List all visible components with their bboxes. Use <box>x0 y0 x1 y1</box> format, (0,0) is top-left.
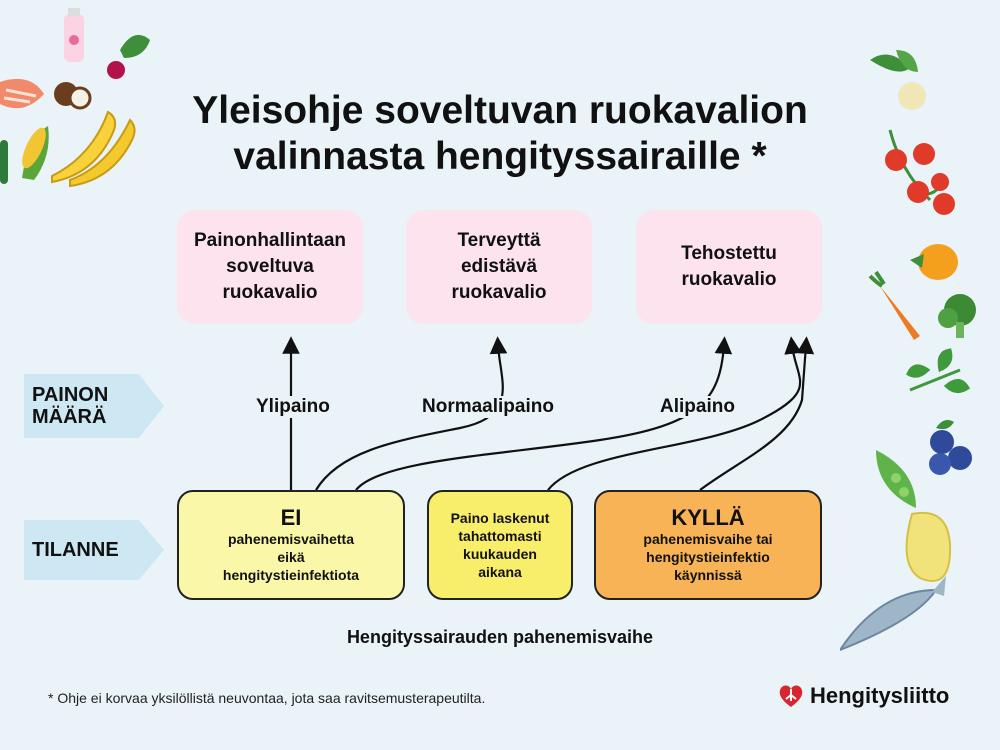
row-label-weight-text: PAINON MÄÄRÄ <box>32 384 109 428</box>
arrow-yes <box>699 336 815 491</box>
footnote: * Ohje ei korvaa yksilöllistä neuvontaa,… <box>48 690 486 706</box>
diet-box-enhanced: Tehostettu ruokavalio <box>636 210 822 324</box>
weight-label-overweight: Ylipaino <box>254 396 332 418</box>
parsley-icon <box>906 348 970 393</box>
potato-icon <box>905 511 952 582</box>
tomato-icon <box>885 129 955 215</box>
situation-weight-loss-text: Paino laskenut tahattomasti kuukauden ai… <box>450 510 550 580</box>
beet-icon <box>107 34 150 79</box>
diet-box-label: Painonhallintaan soveltuva ruokavalio <box>193 230 347 303</box>
salmon-icon <box>0 78 44 109</box>
pea-pod-icon <box>876 450 916 508</box>
weight-label-underweight: Alipaino <box>658 396 737 418</box>
diet-box-label: Terveyttä edistävä ruokavalio <box>451 230 547 303</box>
heart-lungs-icon <box>779 685 803 707</box>
left-food-decoration <box>0 8 150 188</box>
exacerbation-axis-label: Hengityssairauden pahenemisvaihe <box>346 627 654 647</box>
cucumber-icon <box>0 140 8 184</box>
carrot-icon <box>868 270 920 340</box>
situation-weight-loss-box: Paino laskenut tahattomasti kuukauden ai… <box>427 490 573 600</box>
row-label-weight: PAINON MÄÄRÄ <box>24 374 164 438</box>
situation-yes-text: pahenemisvaihe tai hengitystieinfektio k… <box>643 531 773 583</box>
corn-icon <box>22 126 49 180</box>
right-food-decoration <box>840 50 976 652</box>
broccoli-icon <box>938 294 976 338</box>
arrow-underweight <box>355 336 733 491</box>
title-line-1: Yleisohje soveltuvan ruokavalion <box>192 89 808 132</box>
banana-icon <box>51 110 136 188</box>
diet-box-label: Tehostettu ruokavalio <box>681 243 777 290</box>
situation-yes-heading: KYLLÄ <box>671 505 745 530</box>
situation-none-box: EI pahenemisvaihetta eikä hengitystieinf… <box>177 490 405 600</box>
row-label-situation: TILANNE <box>24 520 164 580</box>
fish-icon <box>840 576 946 652</box>
yogurt-bottle-icon <box>64 8 84 62</box>
title-line-2: valinnasta hengityssairaille * <box>233 135 767 178</box>
brand-name: Hengitysliitto <box>810 683 950 708</box>
brand-logo: Hengitysliitto <box>778 683 949 709</box>
weight-label-normal: Normaalipaino <box>420 396 556 418</box>
row-label-situation-text: TILANNE <box>32 539 119 561</box>
page-title: Yleisohje soveltuvan ruokavalion valinna… <box>150 88 850 180</box>
arrow-normal-weight <box>315 336 508 491</box>
blueberry-icon <box>929 420 972 475</box>
situation-yes-box: KYLLÄ pahenemisvaihe tai hengitystieinfe… <box>594 490 822 600</box>
coconut-icon <box>54 82 92 110</box>
situation-none-text: pahenemisvaihetta eikä hengitystieinfekt… <box>222 531 360 583</box>
arrow-weight-loss <box>547 336 802 491</box>
diet-box-healthy: Terveyttä edistävä ruokavalio <box>406 210 592 324</box>
pumpkin-icon <box>910 244 958 280</box>
situation-none-heading: EI <box>280 505 302 530</box>
turnip-icon <box>870 50 926 110</box>
diet-box-weight-management: Painonhallintaan soveltuva ruokavalio <box>177 210 363 324</box>
